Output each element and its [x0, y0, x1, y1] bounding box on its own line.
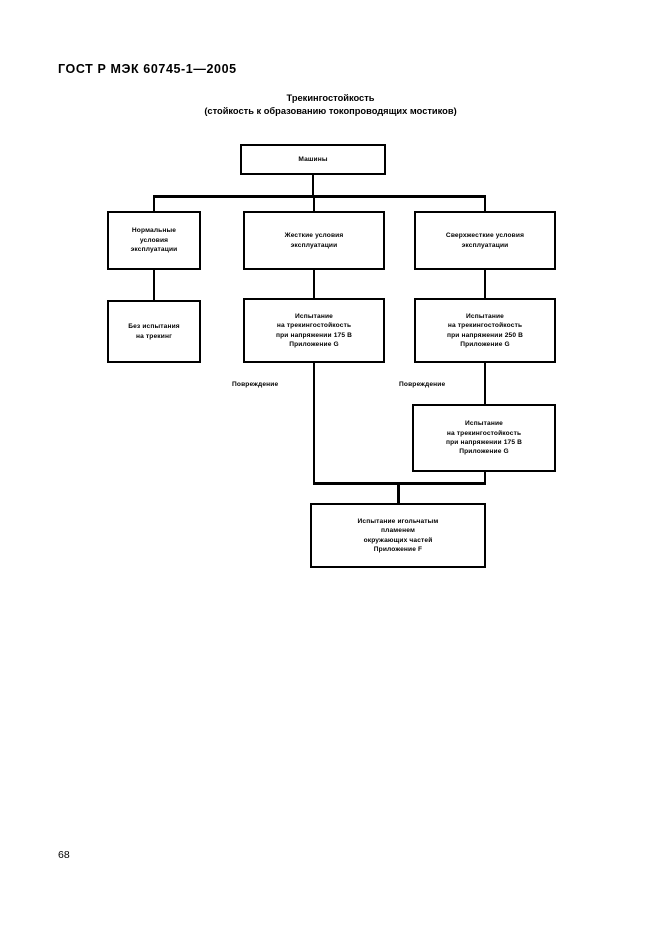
connector-harsh-to-test175 — [312, 270, 316, 298]
figure-title-line-1: Трекингостойкость — [286, 93, 375, 103]
connector-test175-damage-down — [312, 363, 316, 484]
figure-title-line-2: (стойкость к образованию токопроводящих … — [204, 106, 457, 116]
connector-machines-down — [311, 175, 315, 197]
node-machines: Машины — [240, 144, 386, 175]
connector-bus-to-harsh — [312, 195, 316, 211]
connector-test250-damage-down — [483, 363, 487, 404]
node-machines-label: Машины — [298, 155, 328, 163]
figure-title: Трекингостойкость (стойкость к образован… — [0, 92, 661, 118]
page-number: 68 — [58, 849, 70, 861]
document-header: ГОСТ Р МЭК 60745-1—2005 — [58, 62, 237, 76]
connector-bus-to-needle — [397, 482, 400, 503]
connector-bus-to-extra — [483, 195, 487, 211]
edge-label-damage-left: Повреждение — [230, 381, 281, 388]
connector-row2-bus — [152, 195, 486, 198]
connector-test175b-down — [483, 472, 487, 484]
connector-bus-to-normal — [152, 195, 156, 211]
connector-normal-to-notest — [152, 270, 156, 300]
connector-extra-to-test250 — [483, 270, 487, 298]
edge-label-damage-right: Повреждение — [397, 381, 448, 388]
